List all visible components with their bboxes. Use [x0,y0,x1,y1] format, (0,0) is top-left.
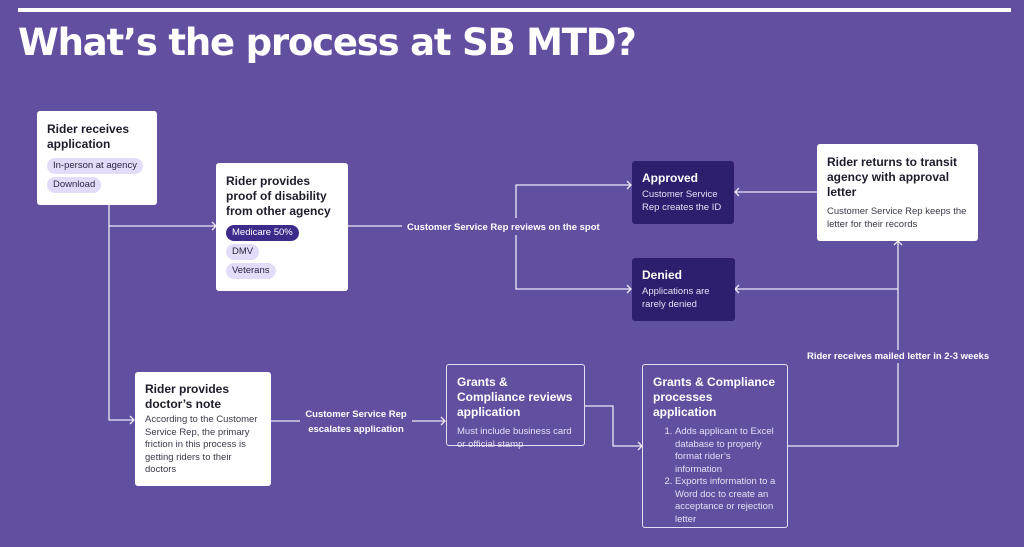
node-title: Denied [642,268,683,282]
node-rider-provides-proof: Rider provides proof of disability from … [216,163,348,291]
top-rule [18,8,1011,12]
node-rider-receives-application: Rider receives application In-person at … [37,111,157,205]
connector-review-process [585,405,642,447]
node-rider-doctors-note: Rider provides doctor’s note According t… [135,372,271,486]
node-denied: Denied Applications are rarely denied [632,258,735,321]
arrow-head-icon [626,284,632,294]
chip-medicare: Medicare 50% [226,225,299,241]
connector-receives-trunk [108,205,134,421]
edge-label-escalates: Customer Service Rep escalates applicati… [300,408,412,436]
edge-label-line-1: Customer Service Rep [305,409,407,420]
process-step: Adds applicant to Excel database to prop… [675,426,777,476]
chip-in-person: In-person at agency [47,158,143,174]
node-approved: Approved Customer Service Rep creates th… [632,161,734,224]
arrow-head-icon [440,416,446,426]
arrow-head-icon [626,180,632,190]
connector-split-approved [515,184,631,218]
connector-split-denied [515,235,631,290]
node-title: Approved [642,171,699,185]
process-steps: Adds applicant to Excel database to prop… [653,426,777,526]
edge-label-reviews-on-spot: Customer Service Rep reviews on the spot [403,221,604,234]
edge-label-line-2: escalates application [308,424,404,435]
node-body: Must include business card or official s… [457,426,572,450]
node-body: Applications are rarely denied [642,286,710,310]
node-title: Grants & Compliance processes applicatio… [653,375,776,419]
chip-dmv: DMV [226,244,260,260]
node-body: According to the Customer Service Rep, t… [145,414,258,475]
arrow-head-icon [893,240,903,246]
node-title: Grants & Compliance reviews application [457,375,573,419]
node-gc-processes: Grants & Compliance processes applicatio… [642,364,788,528]
node-title: Rider returns to transit agency with app… [827,155,958,199]
chip-download: Download [47,177,102,193]
page-title: What’s the process at SB MTD? [18,21,637,64]
node-title: Rider provides proof of disability from … [226,174,331,218]
node-body: Customer Service Rep keeps the letter fo… [827,206,967,230]
node-rider-returns-letter: Rider returns to transit agency with app… [817,144,978,241]
arrow-head-icon [734,284,740,294]
chip-veterans: Veterans [226,263,276,279]
edge-label-mailed-letter: Rider receives mailed letter in 2-3 week… [804,350,993,363]
node-body: Customer Service Rep creates the ID [642,189,722,213]
node-title: Rider receives application [47,122,130,151]
node-title: Rider provides doctor’s note [145,382,230,411]
process-step: Exports information to a Word doc to cre… [675,476,777,526]
arrow-head-icon [129,415,135,425]
node-gc-reviews: Grants & Compliance reviews application … [446,364,585,450]
arrow-head-icon [734,187,740,197]
